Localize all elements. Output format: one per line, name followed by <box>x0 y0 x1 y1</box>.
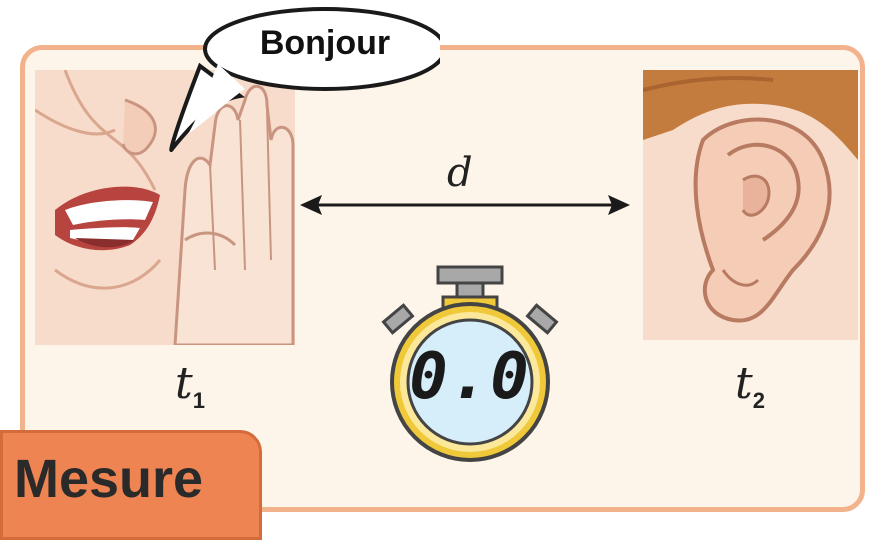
time-start-label: t1 <box>175 358 205 414</box>
diagram: Bonjour d t1 t2 0.0 Mesure <box>0 7 865 540</box>
time-start-symbol: t <box>175 358 193 409</box>
time-start-subscript: 1 <box>192 387 205 413</box>
time-end-symbol: t <box>735 358 753 409</box>
stopwatch-icon <box>381 265 559 462</box>
stopwatch-display: 0.0 <box>409 340 531 414</box>
time-end-label: t2 <box>735 358 765 414</box>
speaker-mouth-illustration <box>35 70 295 345</box>
section-tab-label: Mesure <box>14 449 204 509</box>
listener-ear-illustration <box>643 70 858 340</box>
distance-arrow <box>300 195 630 215</box>
time-end-subscript: 2 <box>752 387 765 413</box>
speech-bubble <box>169 7 440 152</box>
speech-bubble-text: Bonjour <box>259 24 391 62</box>
section-tab <box>0 430 262 540</box>
distance-label: d <box>447 150 473 196</box>
